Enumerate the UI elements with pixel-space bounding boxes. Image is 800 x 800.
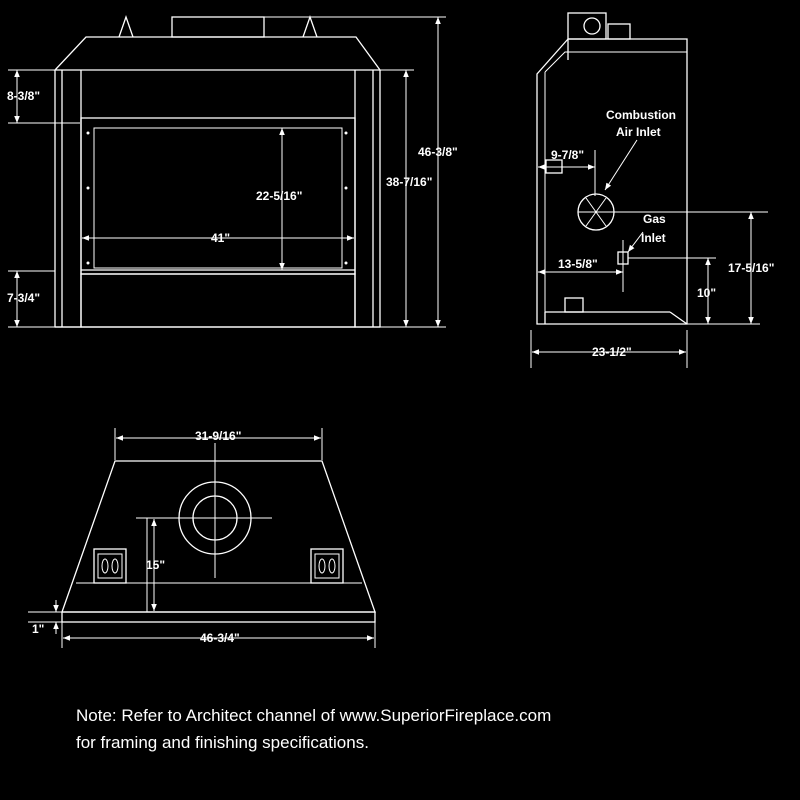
top-dimension-lines [28,428,376,648]
side-dimension-lines [530,139,768,368]
dim-frame-height: 38-7/16" [386,175,432,189]
top-dimension-labels: 31-9/16" 15" 1" 46-3/4" [32,429,241,645]
front-dimension-labels: 8-3/8" 7-3/4" 46-3/8" 38-7/16" 22-5/16" … [7,89,458,305]
dim-overall-height: 46-3/8" [418,145,458,159]
dim-gas-height: 10" [697,286,716,300]
front-view [53,15,382,328]
dim-base-height: 7-3/4" [7,291,40,305]
dim-center-depth: 15" [146,558,165,572]
dim-back-width: 31-9/16" [195,429,241,443]
dim-air-offset: 9-7/8" [551,148,584,162]
side-view [536,12,688,325]
dim-front-width: 46-3/4" [200,631,240,645]
note-line-1: Note: Refer to Architect channel of www.… [76,706,552,725]
combustion-label-2: Air Inlet [616,125,661,139]
gas-label-2: Inlet [641,231,666,245]
dim-opening-width: 41" [211,231,230,245]
dim-front-lip: 1" [32,622,44,636]
dim-opening-height: 22-5/16" [256,189,302,203]
gas-label-1: Gas [643,212,666,226]
top-view [61,443,376,623]
dim-top-band: 8-3/8" [7,89,40,103]
front-dimension-lines [8,16,446,328]
dim-gas-offset: 13-5/8" [558,257,598,271]
dim-depth: 23-1/2" [592,345,632,359]
combustion-label-1: Combustion [606,108,676,122]
side-dimension-labels: Combustion Air Inlet Gas Inlet 9-7/8" 13… [551,108,774,359]
dim-air-height: 17-5/16" [728,261,774,275]
note-line-2: for framing and finishing specifications… [76,733,369,752]
